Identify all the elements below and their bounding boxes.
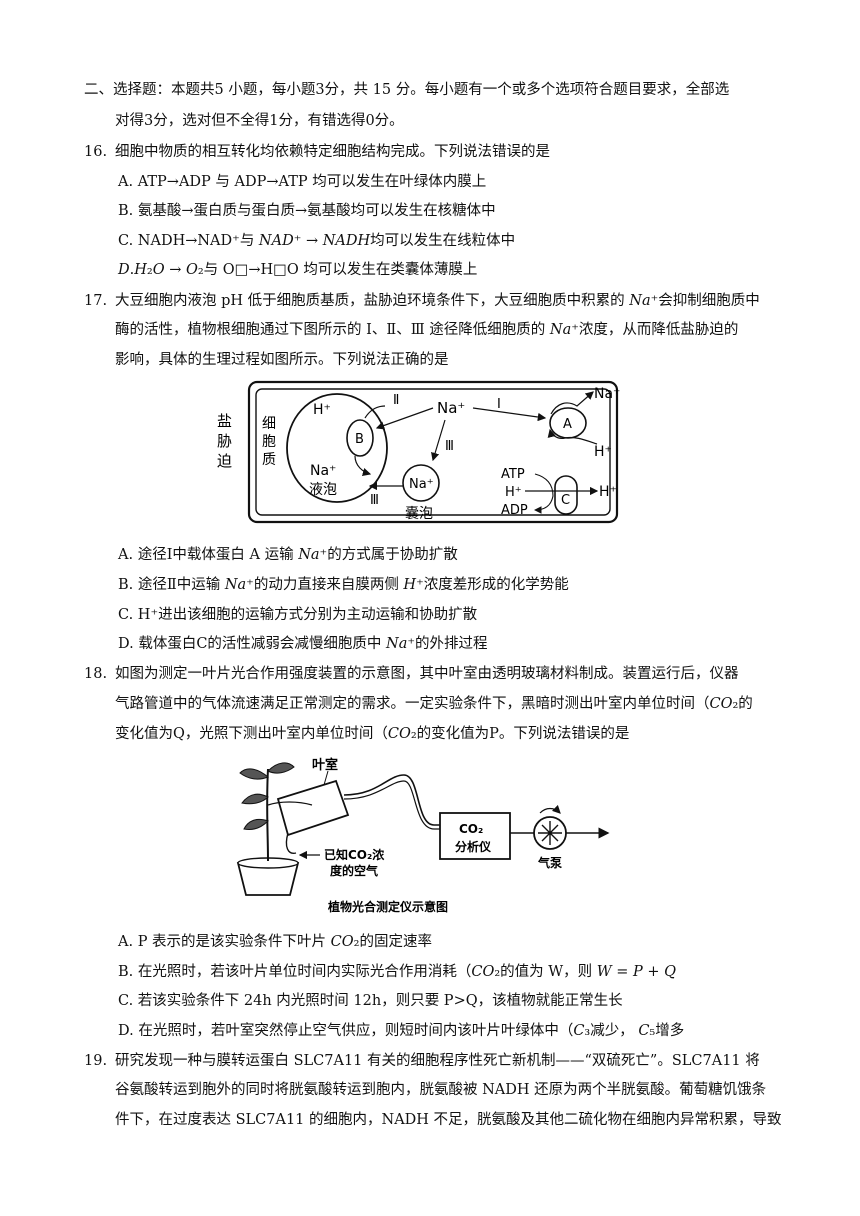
analyzer-line2: 分析仪	[455, 839, 492, 854]
leaf-1	[239, 768, 269, 780]
inlet-tube	[285, 832, 297, 854]
adp-label: ADP	[501, 503, 528, 518]
roman-1: Ⅰ	[497, 397, 501, 412]
co2-analyzer	[439, 812, 511, 860]
q17-stem-line3: 影响，具体的生理过程如图所示。下列说法正确的是	[115, 352, 449, 368]
q17-option-a: A. 途径Ⅰ中载体蛋白 A 运输 𝑁𝑎⁺的方式属于协助扩散	[118, 547, 458, 563]
path1-arrow	[472, 407, 547, 422]
salt-stress-char1: 盐	[217, 412, 232, 430]
section-header-line1: 二、选择题：本题共5 小题，每小题3分，共 15 分。每小题有一个或多个选项符合…	[84, 82, 730, 98]
q17-option-b: B. 途径Ⅱ中运输 𝑁𝑎⁺的动力直接来自膜两侧 𝐻⁺浓度差形成的化学势能	[118, 577, 569, 593]
protein-c-h-plus-out: H⁺	[599, 484, 617, 500]
q16-stem: 细胞中物质的相互转化均依赖特定细胞结构完成。下列说法错误的是	[115, 144, 550, 160]
salt-stress-char3: 迫	[217, 452, 232, 470]
vacuole-h-plus: H⁺	[313, 402, 331, 418]
q17-option-d: D. 载体蛋白C的活性减弱会减慢细胞质中 𝑁𝑎⁺的外排过程	[118, 636, 488, 652]
q19-line2: 谷氨酸转运到胞外的同时将胱氨酸转运到胞内，胱氨酸被 NADH 还原为两个半胱氨酸…	[115, 1082, 767, 1098]
cell-membrane	[255, 388, 611, 516]
cytoplasm-char1: 细	[262, 416, 276, 432]
q18-option-a: A. P 表示的是该实验条件下叶片 𝐶𝑂₂的固定速率	[118, 934, 432, 950]
roman-2: Ⅱ	[393, 393, 399, 408]
vacuole-na-plus: Na⁺	[310, 463, 336, 479]
figure-caption: 植物光合测定仪示意图	[327, 899, 448, 914]
section-header-line2: 对得3分，选对但不全得1分，有错选得0分。	[115, 113, 404, 129]
q17-stem-line1: 大豆细胞内液泡 pH 低于细胞质基质，盐胁迫环境条件下，大豆细胞质中积累的 𝑁𝑎…	[115, 293, 760, 309]
plant-stem	[266, 768, 269, 862]
q18-option-c: C. 若该实验条件下 24h 内光照时间 12h，则只要 P>Q，该植物就能正常…	[118, 993, 623, 1009]
analyzer-line1: CO₂	[459, 822, 483, 836]
q17-number: 17.	[84, 293, 108, 309]
cell-transport-diagram: 盐 胁 迫 细 胞 质 H⁺ Na⁺ 液泡 B Na⁺ Ⅱ Ⅰ Ⅲ Na⁺ 囊泡…	[217, 380, 620, 524]
q16-option-a: A. ATP→ADP 与 ADP→ATP 均可以发生在叶绿体内膜上	[118, 174, 487, 190]
vacuole-label: 液泡	[309, 482, 337, 498]
leaf-2	[267, 762, 295, 774]
leaf-chamber-label: 叶室	[312, 757, 338, 773]
protein-a-label: A	[563, 417, 572, 432]
atp-label: ATP	[501, 467, 525, 482]
q18-stem-line3: 变化值为Q，光照下测出叶室内单位时间（𝐶𝑂₂的变化值为P。下列说法错误的是	[115, 726, 630, 742]
leaf-chamber	[276, 779, 350, 837]
path3-arrow	[431, 419, 446, 462]
air-tube	[343, 774, 440, 826]
path2-arrow	[375, 407, 434, 430]
protein-c-h-plus-in: H⁺	[505, 485, 522, 500]
q17-option-c: C. H⁺进出该细胞的运输方式分别为主动运输和协助扩散	[118, 607, 478, 623]
protein-b	[346, 419, 374, 457]
cytoplasm-char3: 质	[262, 452, 276, 468]
vesicle-label: 囊泡	[405, 505, 433, 522]
vesicle	[402, 464, 440, 502]
q18-option-b: B. 在光照时，若该叶片单位时间内实际光合作用消耗（𝐶𝑂₂的值为 W，则 𝑊 =…	[118, 964, 677, 980]
q17-stem-line2: 酶的活性，植物根细胞通过下图所示的 Ⅰ、Ⅱ、Ⅲ 途径降低细胞质的 𝑁𝑎⁺浓度，从…	[115, 322, 739, 338]
cytoplasm-na-plus: Na⁺	[437, 399, 465, 417]
protein-c	[554, 475, 578, 515]
q18-option-d: D. 在光照时，若叶室突然停止空气供应，则短时间内该叶片叶绿体中（𝐶₃减少， 𝐶…	[118, 1023, 685, 1039]
q16-option-d: 𝐷.𝐻₂𝑂 → 𝑂₂与 O□→H□O 均可以发生在类囊体薄膜上	[118, 262, 478, 278]
protein-b-label: B	[355, 432, 364, 447]
q19-number: 19.	[84, 1053, 108, 1069]
q18-stem-line2: 气路管道中的气体流速满足正常测定的需求。一定实验条件下，黑暗时测出叶室内单位时间…	[115, 696, 753, 712]
pump-label: 气泵	[537, 855, 562, 870]
roman-3: Ⅲ	[445, 439, 454, 454]
q16-option-b: B. 氨基酸→蛋白质与蛋白质→氨基酸均可以发生在核糖体中	[118, 203, 496, 219]
protein-a-h-plus: H⁺	[594, 444, 612, 460]
q19-line1: 研究发现一种与膜转运蛋白 SLC7A11 有关的细胞程序性死亡新机制——“双硫死…	[115, 1053, 760, 1069]
cytoplasm-char2: 胞	[262, 434, 276, 450]
q16-option-c: C. NADH→NAD⁺与 𝑁𝐴𝐷⁺ → 𝑁𝐴𝐷𝐻均可以发生在线粒体中	[118, 233, 516, 249]
protein-a-na-plus: Na⁺	[594, 386, 620, 402]
protein-c-label: C	[561, 493, 570, 508]
leaf-4	[243, 818, 269, 830]
q18-number: 18.	[84, 666, 108, 682]
photosynthesis-apparatus-diagram: 叶室 已知CO₂浓 度的空气 CO₂ 分析仪 气泵 植物光合测定仪示意图	[236, 757, 610, 914]
q16-number: 16.	[84, 144, 108, 160]
known-air-line2: 度的空气	[330, 863, 378, 878]
salt-stress-char2: 胁	[217, 432, 232, 450]
vacuole-ellipse	[286, 393, 388, 503]
q18-stem-line1: 如图为测定一叶片光合作用强度装置的示意图，其中叶室由透明玻璃材料制成。装置运行后…	[115, 666, 739, 682]
cell-wall	[247, 380, 619, 524]
vesicle-na-plus: Na⁺	[409, 477, 434, 492]
roman-3-lower: Ⅲ	[370, 493, 379, 508]
q19-line3: 件下，在过度表达 SLC7A11 的细胞内，NADH 不足，胱氨酸及其他二硫化物…	[115, 1112, 782, 1128]
leaf-3	[241, 793, 269, 805]
known-air-line1: 已知CO₂浓	[324, 847, 385, 862]
